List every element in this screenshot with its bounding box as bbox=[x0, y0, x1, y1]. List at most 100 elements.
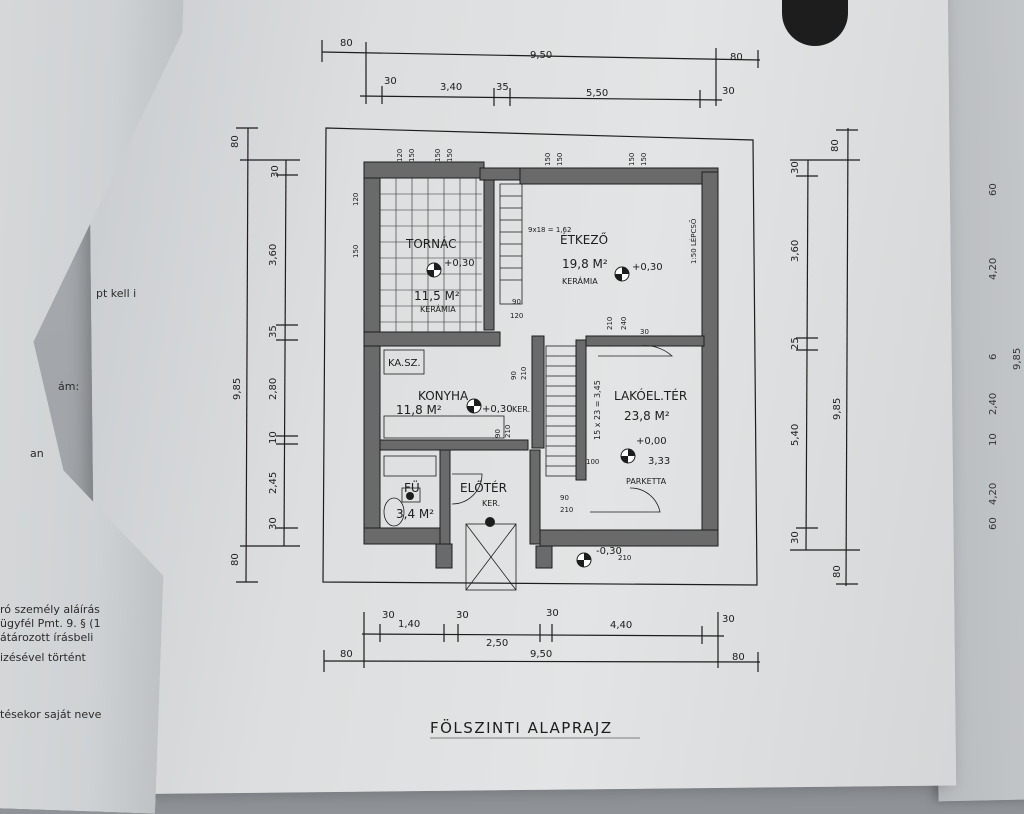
opening-dim-23: 210 bbox=[618, 554, 631, 562]
room-name-tornac: TORNÁC bbox=[405, 236, 456, 251]
stair-scale-note: 1:50 LÉPCSŐ bbox=[689, 218, 698, 264]
top-dim-line-outer bbox=[321, 51, 761, 61]
right-dim-line-inner bbox=[805, 159, 809, 551]
room-area-fu: 3,4 M² bbox=[396, 507, 434, 521]
bottom-sub-6: 4,40 bbox=[610, 620, 632, 631]
right-dim-part-3: 3,60 bbox=[790, 240, 801, 262]
entrance-level: -0,30 bbox=[596, 546, 622, 557]
left-dim-part-1: 80 bbox=[230, 135, 241, 148]
top-sub-5: 30 bbox=[722, 86, 735, 97]
top-dim-right: 80 bbox=[730, 52, 743, 63]
opening-dim-10: 150 bbox=[352, 245, 360, 258]
room-extra-lakoelter: 3,33 bbox=[648, 456, 670, 467]
left-dim-part-6: 10 bbox=[268, 431, 279, 444]
top-sub-1: 30 bbox=[384, 76, 397, 87]
opening-dim-21: 90 bbox=[560, 494, 569, 502]
left-dim-line-outer bbox=[245, 127, 249, 583]
room-name-kamra: KA.SZ. bbox=[388, 358, 421, 369]
room-floor-konyha: KER. bbox=[512, 405, 530, 414]
room-area-tornac: 11,5 M² bbox=[414, 289, 460, 303]
right-dim-line-outer bbox=[845, 127, 849, 587]
bottom-sub-7: 30 bbox=[722, 614, 735, 625]
room-level-konyha: +0,30 bbox=[482, 404, 513, 415]
bottom-sub-5: 30 bbox=[546, 608, 559, 619]
left-sheet-text-7: izésével történt bbox=[0, 651, 86, 664]
left-dim-line-inner bbox=[283, 159, 287, 547]
opening-dim-14: 210 bbox=[520, 367, 528, 380]
opening-dim-13: 90 bbox=[510, 371, 518, 380]
opening-dim-6: 150 bbox=[556, 153, 564, 166]
left-dim-part-7: 2,45 bbox=[268, 472, 279, 494]
opening-dim-15: 90 bbox=[494, 429, 502, 438]
opening-dim-3: 150 bbox=[434, 149, 442, 162]
left-sheet-text-2: ám: bbox=[58, 380, 80, 393]
floor-plan-drawing: 80 9,50 80 30 3,40 35 5,50 30 80 9,50 80… bbox=[230, 38, 860, 739]
staircase bbox=[383, 183, 674, 591]
bottom-sub-4: 2,50 bbox=[486, 638, 508, 649]
room-floor-tornac: KERÁMIA bbox=[420, 303, 456, 314]
left-dim-part-5: 2,80 bbox=[268, 378, 279, 400]
stair-label-upper: 9x18 = 1,62 bbox=[528, 226, 571, 234]
left-dim-part-4: 35 bbox=[268, 325, 279, 338]
room-level-tornac: +0,30 bbox=[444, 258, 475, 269]
plan-title: FÖLSZINTI ALAPRAJZ bbox=[430, 718, 613, 737]
left-sheet-text-5: ügyfél Pmt. 9. § (1 bbox=[0, 617, 101, 630]
top-sub-3: 35 bbox=[496, 82, 509, 93]
building-walls bbox=[363, 161, 719, 569]
opening-dim-11: 90 bbox=[512, 298, 521, 306]
bottom-dim-left: 80 bbox=[340, 649, 353, 660]
left-sheet-text-3: an bbox=[30, 447, 44, 460]
right-dim-part-1: 80 bbox=[830, 139, 841, 152]
top-dim-line-inner bbox=[359, 95, 723, 101]
room-name-konyha: KONYHA bbox=[418, 389, 469, 403]
room-level-etkezo: +0,30 bbox=[632, 262, 663, 273]
room-floor-etkezo: KERÁMIA bbox=[562, 275, 598, 286]
top-sub-2: 3,40 bbox=[440, 82, 462, 93]
bottom-sub-3: 30 bbox=[456, 610, 469, 621]
stair-label-lower: 15 x 23 = 3,45 bbox=[593, 380, 602, 440]
opening-dim-18: 240 bbox=[620, 317, 628, 330]
room-area-konyha: 11,8 M² bbox=[396, 403, 442, 417]
plot-boundary bbox=[322, 127, 758, 586]
right-dim-total: 9,85 bbox=[832, 398, 843, 420]
bottom-dim-right: 80 bbox=[732, 652, 745, 663]
room-floor-lakoelter: PARKETTA bbox=[626, 477, 667, 486]
porch-tile-grid bbox=[380, 178, 482, 332]
left-sheet-text-1: pt kell i bbox=[96, 287, 137, 300]
opening-dim-17: 210 bbox=[606, 317, 614, 330]
bottom-dim-line-outer bbox=[323, 660, 761, 663]
opening-dim-1: 120 bbox=[396, 149, 404, 162]
left-sheet-text-6: átározott írásbeli bbox=[0, 631, 94, 644]
opening-dim-9: 120 bbox=[352, 193, 360, 206]
opening-dim-20: 100 bbox=[586, 458, 599, 466]
opening-dim-19: 30 bbox=[640, 328, 649, 336]
room-area-lakoelter: 23,8 M² bbox=[624, 409, 670, 423]
opening-dim-12: 120 bbox=[510, 312, 523, 320]
opening-dim-8: 150 bbox=[640, 153, 648, 166]
room-name-etkezo: ÉTKEZŐ bbox=[560, 232, 608, 247]
right-dim-part-6: 30 bbox=[790, 531, 801, 544]
opening-dim-4: 150 bbox=[446, 149, 454, 162]
left-dim-total: 9,85 bbox=[232, 378, 243, 400]
right-dim-part-7: 80 bbox=[832, 565, 843, 578]
top-dim-total: 9,50 bbox=[530, 50, 552, 61]
opening-dim-16: 210 bbox=[504, 425, 512, 438]
opening-dim-2: 150 bbox=[408, 149, 416, 162]
left-dim-part-8: 30 bbox=[268, 517, 279, 530]
right-dim-part-4: 25 bbox=[790, 337, 801, 350]
room-name-fu: FÜ bbox=[404, 479, 420, 495]
room-area-etkezo: 19,8 M² bbox=[562, 257, 608, 271]
bottom-dim-line-inner bbox=[361, 633, 725, 637]
opening-dim-22: 210 bbox=[560, 506, 573, 514]
right-dim-part-5: 5,40 bbox=[790, 424, 801, 446]
top-sub-4: 5,50 bbox=[586, 88, 608, 99]
left-sheet-text-8: tésekor saját neve bbox=[0, 708, 102, 721]
left-dim-part-2: 30 bbox=[270, 165, 281, 178]
room-name-eloter: ELŐTÉR bbox=[460, 480, 507, 495]
room-level-lakoelter: +0,00 bbox=[636, 436, 667, 447]
level-markers bbox=[406, 262, 636, 568]
opening-dim-7: 150 bbox=[628, 153, 636, 166]
bottom-sub-2: 1,40 bbox=[398, 619, 420, 630]
top-dim-left: 80 bbox=[340, 38, 353, 49]
left-dim-part-3: 3,60 bbox=[268, 244, 279, 266]
